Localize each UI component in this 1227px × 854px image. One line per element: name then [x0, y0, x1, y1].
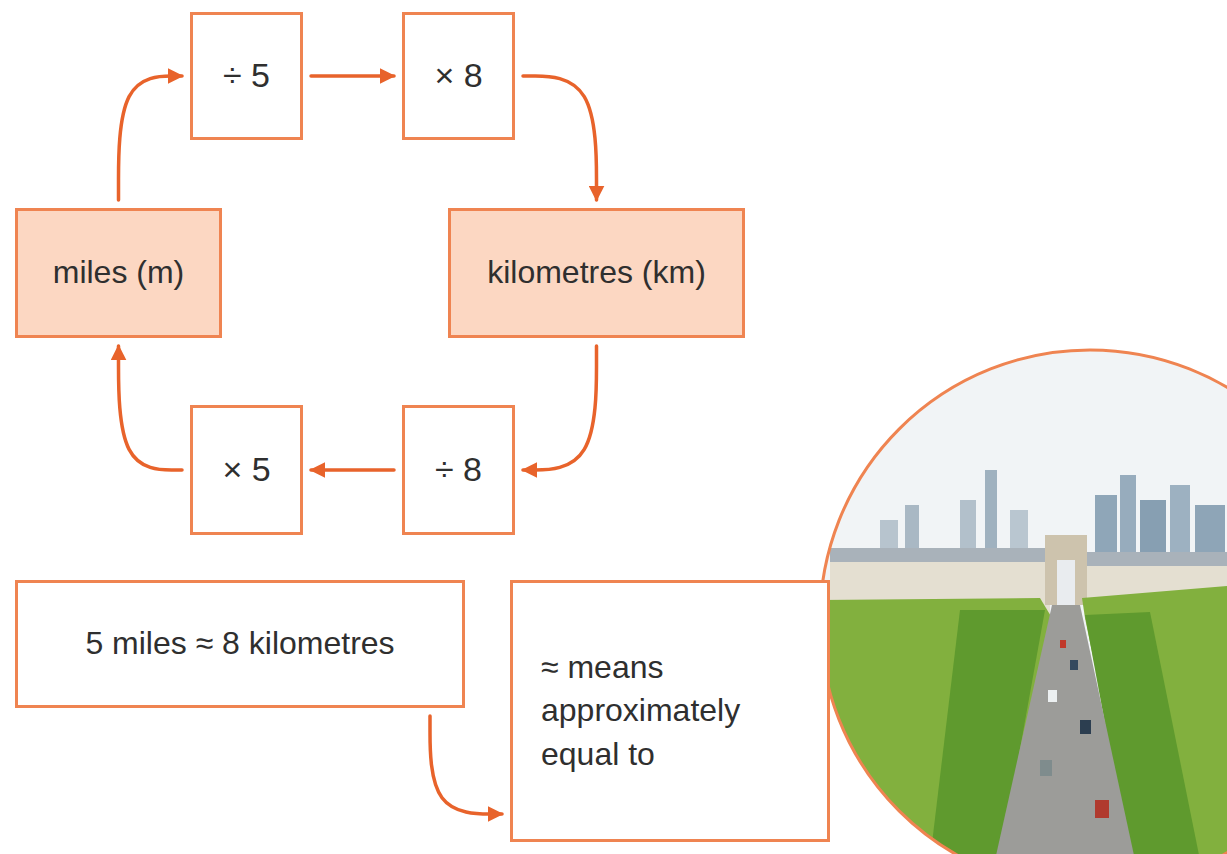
city-view — [800, 340, 1227, 854]
flow-arrow — [311, 74, 394, 78]
operation-label: ÷ 8 — [435, 447, 482, 493]
fact-box: 5 miles ≈ 8 kilometres — [15, 580, 465, 708]
operation-label: × 5 — [222, 447, 270, 493]
operation-label: ÷ 5 — [223, 53, 270, 99]
flow-arrow — [119, 76, 183, 200]
unit-label: kilometres (km) — [487, 251, 706, 294]
note-text: 5 miles ≈ 8 kilometres — [85, 622, 394, 665]
unit-label: miles (m) — [53, 251, 185, 294]
operation-box: × 8 — [402, 12, 515, 140]
flow-arrow — [430, 716, 502, 814]
flow-arrow — [523, 346, 597, 470]
operation-box: ÷ 5 — [190, 12, 303, 140]
frame-circle — [820, 350, 1227, 854]
flow-arrow — [523, 76, 597, 200]
unit-box: miles (m) — [15, 208, 222, 338]
flow-arrow — [119, 346, 183, 470]
operation-box: × 5 — [190, 405, 303, 535]
note-box: ≈ means approximately equal to — [510, 580, 830, 842]
unit-box: kilometres (km) — [448, 208, 745, 338]
operation-label: × 8 — [434, 53, 482, 99]
operation-box: ÷ 8 — [402, 405, 515, 535]
flow-arrow — [311, 468, 394, 472]
note-text: ≈ means approximately equal to — [541, 646, 791, 776]
